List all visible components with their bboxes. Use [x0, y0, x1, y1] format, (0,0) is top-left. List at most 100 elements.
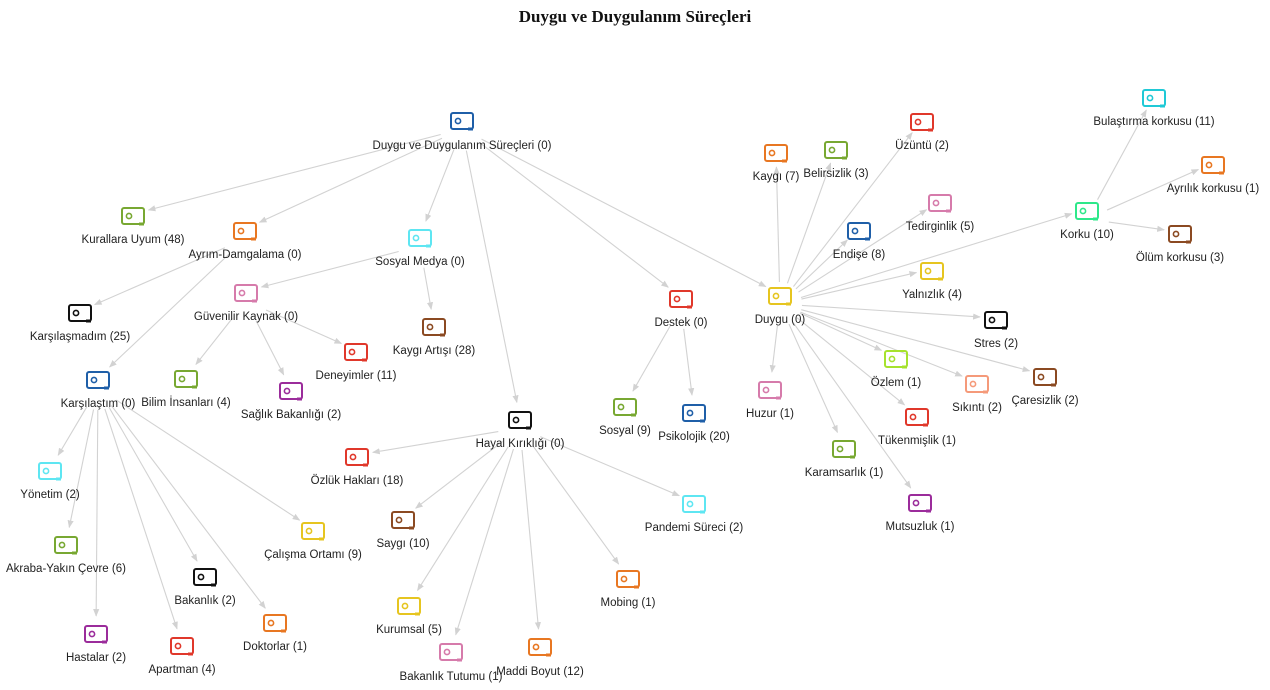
edge-destek-sosyal — [632, 325, 671, 392]
node-hayal[interactable]: Hayal Kırıklığı (0) — [476, 411, 565, 450]
node-label: Kaygı Artışı (28) — [393, 345, 476, 357]
node-maddi[interactable]: Maddi Boyut (12) — [496, 638, 584, 678]
node-label: Hayal Kırıklığı (0) — [476, 438, 565, 450]
node-label: Ayrılık korkusu (1) — [1167, 183, 1260, 195]
node-bakanlik[interactable]: Bakanlık (2) — [174, 568, 236, 607]
node-label: Korku (10) — [1060, 229, 1114, 241]
edge-guvenilir-deneyimler — [265, 309, 343, 344]
code-icon — [86, 371, 110, 390]
edge-root-destek — [479, 141, 669, 288]
node-root[interactable]: Duygu ve Duygulanım Süreçleri (0) — [373, 112, 552, 152]
node-bilim[interactable]: Bilim İnsanları (4) — [141, 370, 231, 409]
node-kaygiartisi[interactable]: Kaygı Artışı (28) — [393, 318, 476, 357]
node-ayrim[interactable]: Ayrım-Damgalama (0) — [189, 222, 302, 261]
code-icon — [758, 381, 782, 400]
node-yalnizlik[interactable]: Yalnızlık (4) — [902, 262, 962, 301]
node-pandemi[interactable]: Pandemi Süreci (2) — [645, 495, 744, 534]
node-label: Apartman (4) — [148, 664, 215, 676]
node-psikolojik[interactable]: Psikolojik (20) — [658, 404, 730, 443]
node-kurumsal[interactable]: Kurumsal (5) — [376, 597, 442, 636]
node-sikinti[interactable]: Sıkıntı (2) — [952, 375, 1002, 414]
node-saygi[interactable]: Saygı (10) — [376, 511, 430, 550]
node-label: Üzüntü (2) — [895, 140, 949, 152]
node-duygu[interactable]: Duygu (0) — [755, 287, 806, 326]
node-korku[interactable]: Korku (10) — [1060, 202, 1114, 241]
node-destek[interactable]: Destek (0) — [654, 290, 708, 329]
code-icon — [616, 570, 640, 589]
edge-root-kurallara — [147, 133, 441, 212]
node-stres[interactable]: Stres (2) — [974, 311, 1018, 350]
edge-duygu-korku — [800, 212, 1073, 299]
node-calisma[interactable]: Çalışma Ortamı (9) — [264, 522, 362, 561]
edge-duygu-stres — [801, 304, 981, 320]
node-tukenmislik[interactable]: Tükenmişlik (1) — [878, 408, 956, 447]
node-karsilastim[interactable]: Karşılaştım (0) — [61, 371, 136, 410]
node-label: Duygu ve Duygulanım Süreçleri (0) — [373, 140, 552, 152]
node-uzuntu[interactable]: Üzüntü (2) — [895, 113, 949, 152]
node-olum[interactable]: Ölüm korkusu (3) — [1136, 225, 1224, 264]
node-doktorlar[interactable]: Doktorlar (1) — [243, 614, 307, 653]
node-saglik[interactable]: Sağlık Bakanlığı (2) — [241, 382, 342, 421]
code-icon — [38, 462, 62, 481]
edge-guvenilir-bilim — [195, 317, 233, 366]
edge-hayal-bakanliktutumu — [454, 448, 514, 636]
node-akraba[interactable]: Akraba-Yakın Çevre (6) — [6, 536, 126, 575]
node-karamsarlik[interactable]: Karamsarlık (1) — [805, 440, 884, 479]
code-icon — [170, 637, 194, 656]
code-icon — [121, 207, 145, 226]
node-guvenilir[interactable]: Güvenilir Kaynak (0) — [194, 284, 298, 323]
edge-sosyalmedya-kaygiartisi — [423, 267, 434, 311]
code-icon — [68, 304, 92, 323]
node-ozluk[interactable]: Özlük Hakları (18) — [311, 448, 404, 487]
node-kaygi[interactable]: Kaygı (7) — [753, 144, 800, 183]
node-label: Mobing (1) — [601, 597, 656, 609]
node-label: Sağlık Bakanlığı (2) — [241, 409, 342, 421]
code-icon — [408, 229, 432, 248]
code-icon — [344, 343, 368, 362]
diagram-title: Duygu ve Duygulanım Süreçleri — [518, 7, 752, 26]
code-icon — [439, 643, 463, 662]
node-endise[interactable]: Endişe (8) — [833, 222, 886, 261]
node-label: Doktorlar (1) — [243, 641, 307, 653]
node-sosyalmedya[interactable]: Sosyal Medya (0) — [375, 229, 465, 268]
code-icon — [613, 398, 637, 417]
edge-root-hayal — [465, 150, 519, 404]
code-icon — [682, 495, 706, 514]
node-belirsizlik[interactable]: Belirsizlik (3) — [803, 141, 869, 180]
code-icon — [884, 350, 908, 369]
node-apartman[interactable]: Apartman (4) — [148, 637, 216, 676]
node-caresizlik[interactable]: Çaresizlik (2) — [1011, 368, 1079, 407]
code-icon — [682, 404, 706, 423]
node-ozlem[interactable]: Özlem (1) — [871, 350, 922, 389]
node-yonetim[interactable]: Yönetim (2) — [20, 462, 80, 501]
edge-root-duygu — [481, 138, 767, 288]
node-sosyal[interactable]: Sosyal (9) — [599, 398, 651, 437]
node-deneyimler[interactable]: Deneyimler (11) — [316, 343, 397, 382]
node-hastalar[interactable]: Hastalar (2) — [66, 625, 126, 664]
node-label: Çaresizlik (2) — [1011, 395, 1078, 407]
code-icon — [1201, 156, 1225, 175]
node-tedirginlik[interactable]: Tedirginlik (5) — [906, 194, 975, 233]
code-icon — [908, 494, 932, 513]
edge-duygu-ozlem — [799, 312, 883, 351]
node-label: Yönetim (2) — [20, 489, 80, 501]
edge-karsilastim-doktorlar — [110, 405, 266, 609]
code-icon — [1168, 225, 1192, 244]
code-icon — [391, 511, 415, 530]
node-ayrilik[interactable]: Ayrılık korkusu (1) — [1167, 156, 1260, 195]
code-icon — [234, 284, 258, 303]
node-kurallara[interactable]: Kurallara Uyum (48) — [82, 207, 185, 246]
code-icon — [920, 262, 944, 281]
node-bulastirma[interactable]: Bulaştırma korkusu (11) — [1093, 89, 1215, 128]
node-karsilasmadim[interactable]: Karşılaşmadım (25) — [30, 304, 131, 343]
node-mobing[interactable]: Mobing (1) — [601, 570, 656, 609]
edge-duygu-tedirginlik — [798, 209, 928, 293]
node-mutsuzluk[interactable]: Mutsuzluk (1) — [885, 494, 955, 533]
node-huzur[interactable]: Huzur (1) — [746, 381, 794, 420]
code-icon — [233, 222, 257, 241]
node-label: Mutsuzluk (1) — [885, 521, 954, 533]
edge-duygu-tukenmislik — [796, 317, 906, 406]
node-bakanliktutumu[interactable]: Bakanlık Tutumu (1) — [400, 643, 503, 683]
